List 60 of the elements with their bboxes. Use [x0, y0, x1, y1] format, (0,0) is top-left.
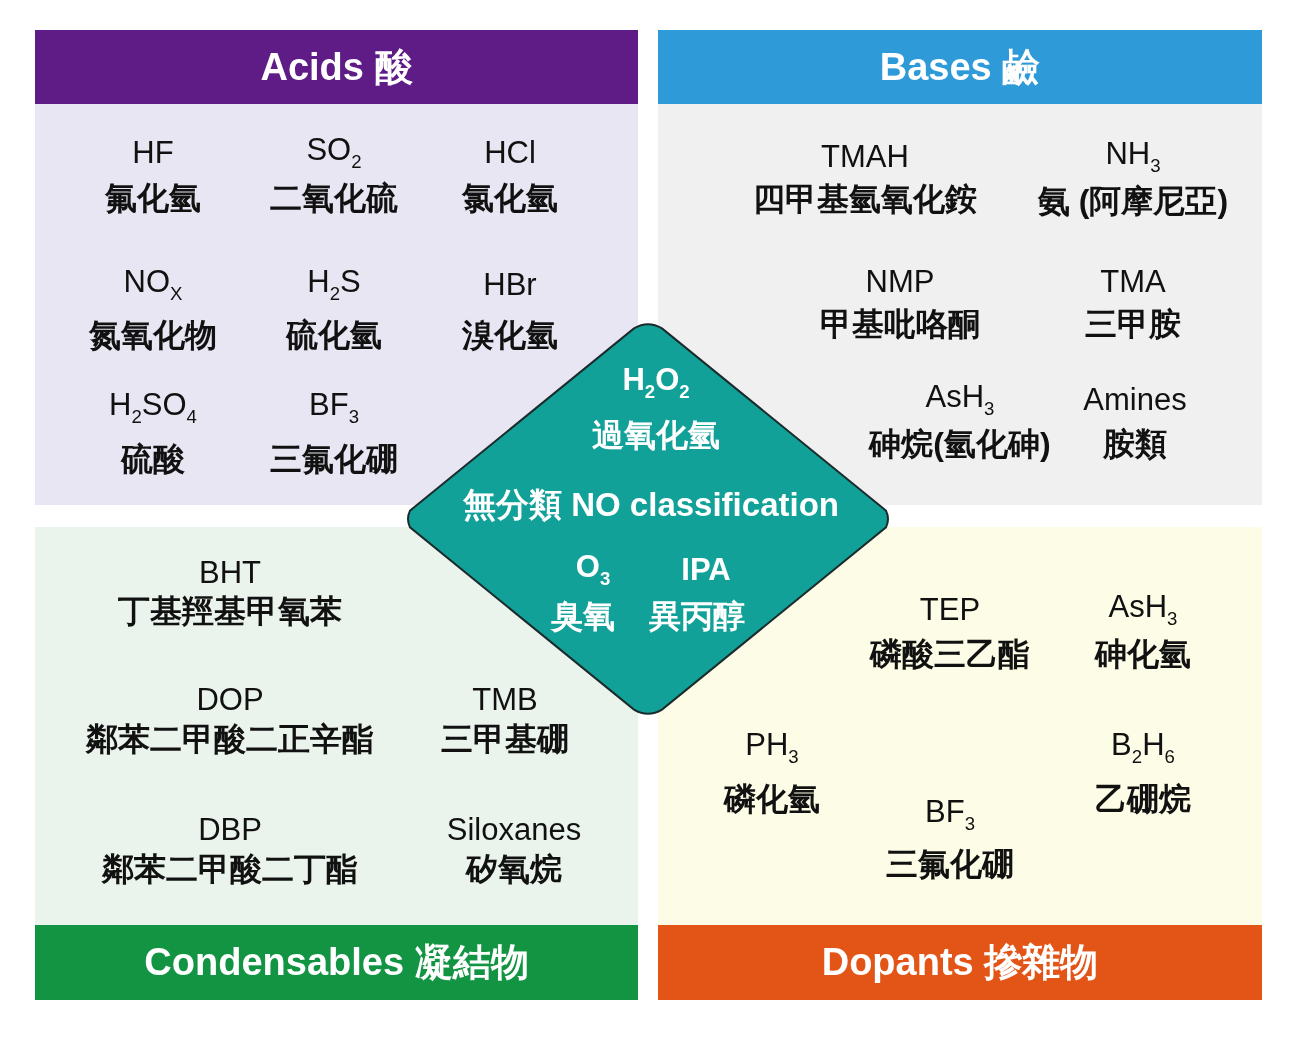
compound-name: 三甲胺	[1085, 307, 1181, 343]
formula-label: HF	[132, 135, 174, 171]
formula-label: H$_{2}$S	[307, 265, 361, 305]
formula-label: B$_{2}$H$_{6}$	[1111, 728, 1175, 768]
compound-name: 過氧化氫	[592, 418, 720, 454]
compound-name: 砷化氫	[1095, 637, 1191, 673]
formula-label: BF$_{3}$	[309, 388, 359, 428]
category-panel	[35, 527, 638, 1000]
compound-name: 砷烷(氫化砷)	[869, 427, 1051, 463]
compound-name: 硫酸	[121, 442, 185, 478]
compound-name: 甲基吡咯酮	[820, 307, 980, 343]
formula-label: SO$_{2}$	[306, 133, 362, 173]
compound-name: 二氧化硫	[270, 181, 398, 217]
classification-label: 無分類 NO classification	[463, 486, 839, 524]
compound-name: 三氟化硼	[886, 847, 1014, 883]
formula-label: TMB	[472, 682, 538, 718]
formula-label: PH$_{3}$	[745, 728, 799, 768]
compound-name: 鄰苯二甲酸二正辛酯	[86, 722, 374, 758]
compound-name: 四甲基氫氧化銨	[753, 182, 977, 218]
compound-name: 氨 (阿摩尼亞)	[1037, 184, 1229, 220]
formula-label: DBP	[198, 812, 262, 848]
compound-name: 溴化氫	[462, 318, 558, 354]
category-heading: Acids 酸	[35, 30, 638, 104]
formula-label: NO$_{X}$	[123, 265, 183, 305]
formula-label: O$_{3}$	[575, 550, 611, 590]
formula-label: HBr	[483, 267, 537, 303]
compound-name: 磷化氫	[724, 782, 820, 818]
formula-label: H$_{2}$O$_{2}$	[622, 363, 690, 403]
compound-name: 鄰苯二甲酸二丁酯	[102, 852, 358, 888]
compound-name: 丁基羥基甲氧苯	[118, 594, 342, 630]
compound-name: 異丙醇	[649, 599, 745, 635]
compound-name: 氮氧化物	[89, 318, 217, 354]
compound-name: 氟化氫	[105, 181, 201, 217]
formula-label: BF$_{3}$	[925, 795, 975, 835]
category-heading: Condensables 凝結物	[35, 925, 638, 1000]
compound-name: 氯化氫	[462, 181, 558, 217]
formula-label: AsH$_{3}$	[925, 380, 995, 420]
formula-label: NH$_{3}$	[1105, 137, 1161, 177]
compound-name: 三氟化硼	[270, 442, 398, 478]
formula-label: TMAH	[821, 139, 909, 175]
compound-name: 臭氧	[551, 599, 615, 635]
formula-label: IPA	[681, 552, 731, 588]
formula-label: TMA	[1100, 264, 1166, 300]
formula-label: Amines	[1083, 382, 1187, 418]
category-heading: Bases 鹼	[658, 30, 1262, 104]
formula-label: H$_{2}$SO$_{4}$	[109, 388, 197, 428]
compound-name: 胺類	[1103, 427, 1167, 463]
category-heading: Dopants 摻雜物	[658, 925, 1262, 1000]
compound-name: 矽氧烷	[466, 852, 562, 888]
formula-label: AsH$_{3}$	[1108, 590, 1178, 630]
formula-label: Siloxanes	[446, 812, 582, 848]
formula-label: DOP	[196, 682, 264, 718]
compound-name: 硫化氫	[286, 318, 382, 354]
compound-name: 三甲基硼	[441, 722, 569, 758]
compound-name: 磷酸三乙酯	[870, 637, 1030, 673]
formula-label: BHT	[199, 555, 261, 591]
compound-name: 乙硼烷	[1095, 782, 1191, 818]
formula-label: HCl	[484, 135, 536, 171]
formula-label: NMP	[865, 264, 935, 300]
formula-label: TEP	[919, 592, 981, 628]
